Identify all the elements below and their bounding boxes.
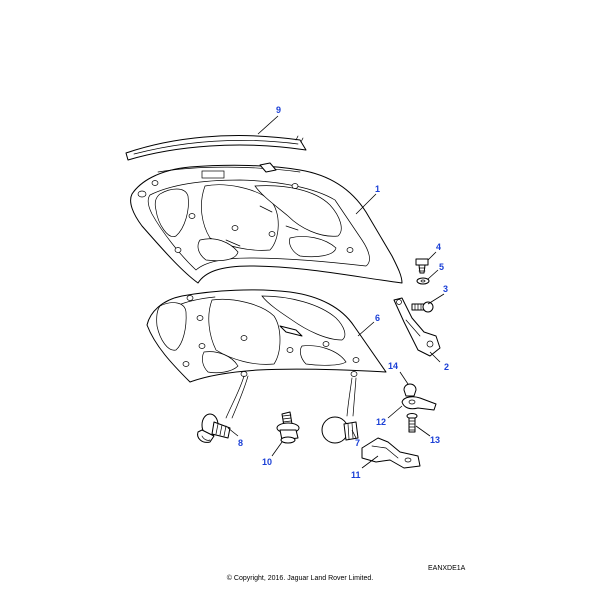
copyright-notice: © Copyright, 2016. Jaguar Land Rover Lim… (226, 575, 374, 582)
callout-11[interactable]: 11 (351, 470, 361, 480)
diagram-reference-code: EANXDE1A (428, 565, 466, 572)
callout-7[interactable]: 7 (355, 438, 360, 448)
leader-lines (227, 115, 445, 469)
part-10-screw-clip (276, 411, 300, 444)
part-1-bonnet-panel (130, 162, 403, 284)
leader-5 (427, 269, 439, 280)
leader-8 (227, 427, 239, 437)
part-9-seal-strip (125, 135, 307, 161)
callout-1[interactable]: 1 (375, 184, 380, 194)
part-2-hinge (393, 297, 441, 357)
part-8-push-clip (197, 413, 231, 443)
leader-9 (257, 115, 279, 135)
callout-14[interactable]: 14 (388, 361, 398, 371)
callout-6[interactable]: 6 (375, 313, 380, 323)
part-7-clip (321, 416, 359, 444)
part-12-bracket (401, 396, 437, 411)
callout-8[interactable]: 8 (238, 438, 243, 448)
callout-12[interactable]: 12 (376, 417, 386, 427)
callout-3[interactable]: 3 (443, 284, 448, 294)
callout-13[interactable]: 13 (430, 435, 440, 445)
leader-6 (357, 321, 375, 337)
callout-2[interactable]: 2 (444, 362, 449, 372)
leader-4 (427, 251, 437, 261)
part-13-bolt (406, 413, 418, 433)
fastener-location-lines (225, 375, 357, 419)
leader-3 (427, 293, 445, 305)
leader-1 (355, 193, 377, 215)
callout-5[interactable]: 5 (439, 262, 444, 272)
part-6-insulation-pad (146, 289, 387, 383)
leader-7 (351, 429, 357, 439)
part-14-buffer (403, 383, 417, 397)
callout-4[interactable]: 4 (436, 242, 441, 252)
part-5-washer (416, 277, 430, 285)
leader-11 (361, 455, 379, 469)
leader-12 (387, 405, 403, 419)
callout-10[interactable]: 10 (262, 457, 272, 467)
leader-13 (415, 425, 431, 437)
part-11-striker-bracket (361, 437, 421, 469)
callout-9[interactable]: 9 (276, 105, 281, 115)
leader-14 (399, 371, 409, 385)
part-4-bolt (415, 258, 429, 274)
part-3-bolt (411, 301, 434, 313)
callouts: 1 2 3 4 5 6 7 8 9 10 11 12 13 14 (238, 105, 449, 480)
leader-10 (271, 441, 283, 457)
leader-2 (429, 351, 441, 363)
